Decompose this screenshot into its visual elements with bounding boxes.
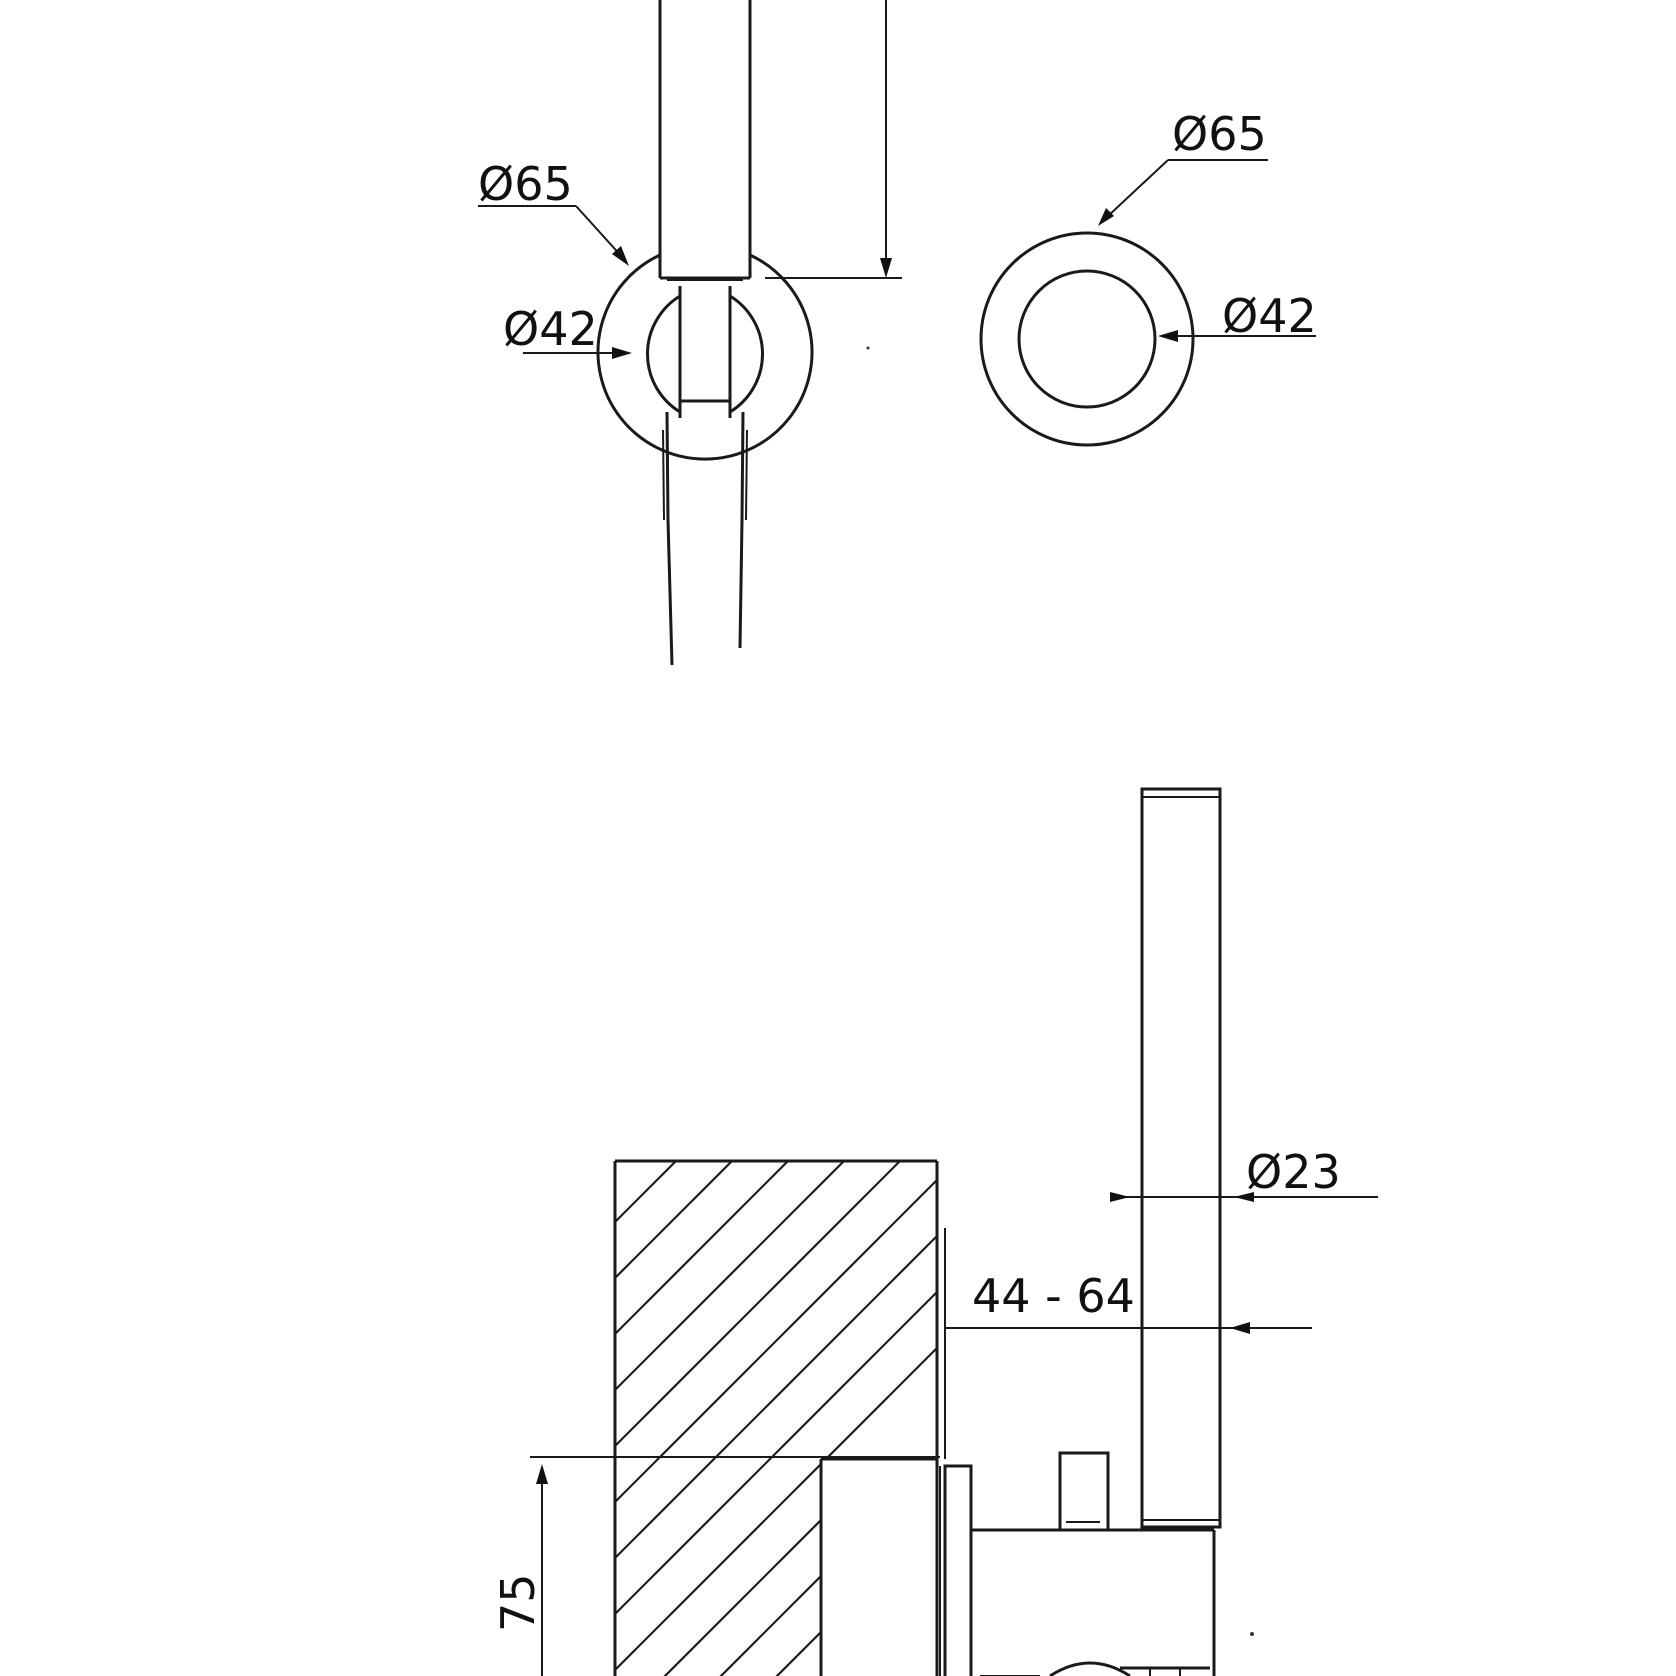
top-right-outer-diameter-label: Ø65	[1172, 107, 1267, 161]
rosette-view: Ø65 Ø42	[979, 107, 1317, 447]
wall-range-label: 44 - 64	[972, 1269, 1135, 1323]
wall-section	[613, 1159, 939, 1676]
top-right-inner-diameter-label: Ø42	[1222, 289, 1317, 343]
top-left-inner-diameter-label: Ø42	[503, 302, 598, 356]
bracket-front-view: Ø65 Ø42	[478, 0, 902, 666]
top-left-outer-diameter-label: Ø65	[478, 157, 573, 211]
handle-diameter-label: Ø23	[1246, 1145, 1341, 1199]
side-section-view: Ø23 44 - 64 75	[491, 346, 1378, 1676]
vertical-offset-label: 75	[491, 1573, 545, 1632]
